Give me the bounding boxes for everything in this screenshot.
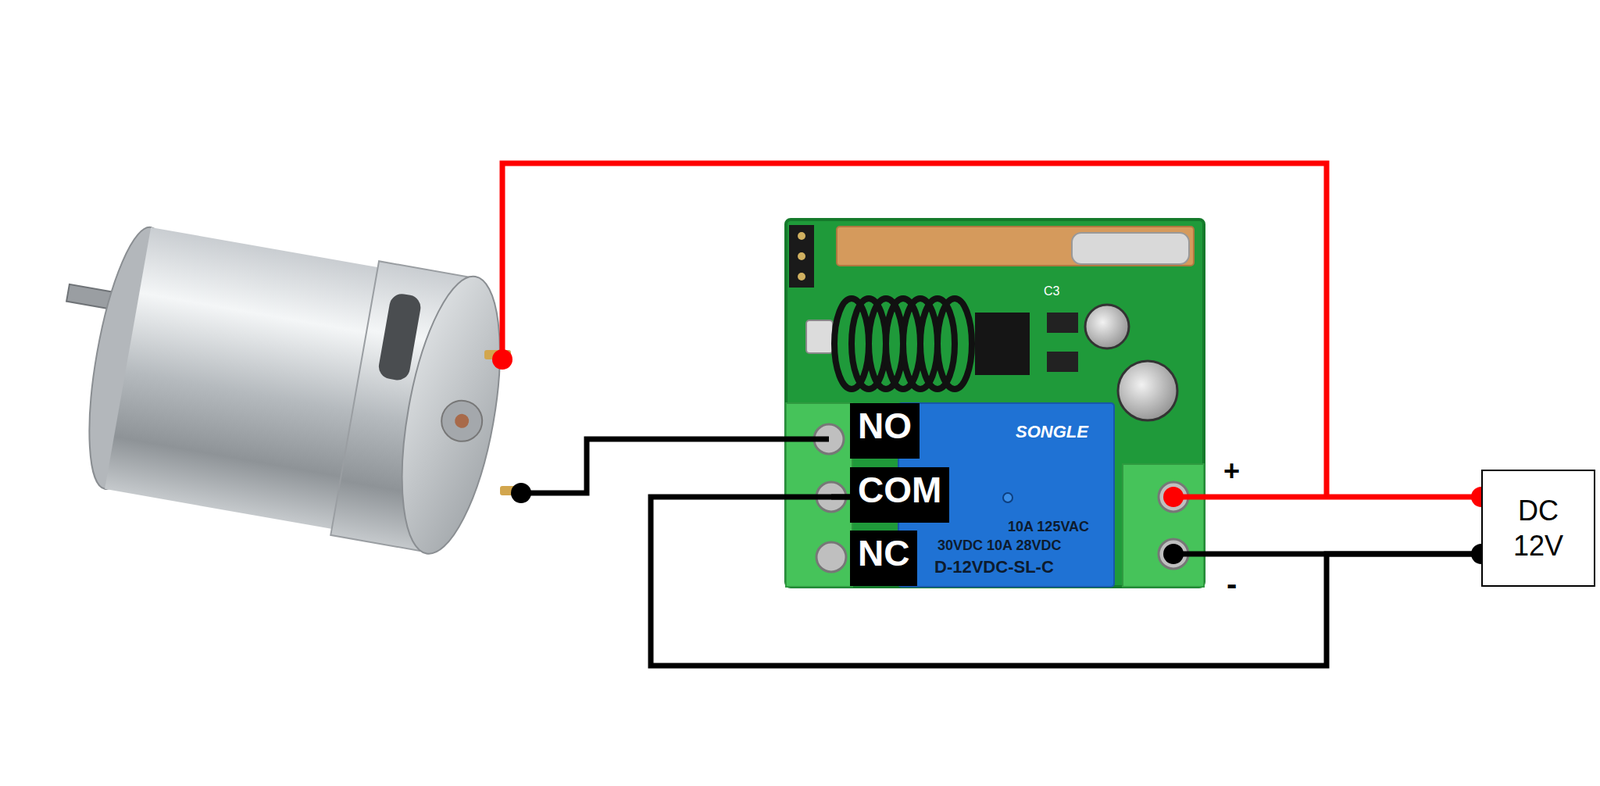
wire-dot <box>510 482 532 504</box>
wire-dot <box>1163 543 1184 565</box>
node-text: DC 12V <box>1503 492 1574 564</box>
polarity-sign: - <box>1226 565 1237 602</box>
pcb <box>785 219 1204 587</box>
silkscreen-text: C3 <box>1043 284 1060 299</box>
terminal-screw <box>816 542 847 572</box>
smd-part <box>1046 351 1079 372</box>
crystal <box>1071 232 1190 265</box>
red-wire <box>502 163 1327 497</box>
terminal-label: NC <box>850 530 918 586</box>
wire-dot <box>1163 486 1184 508</box>
rf-module <box>836 226 1194 266</box>
black-wire <box>521 439 829 493</box>
model-text: D-12VDC-SL-C <box>934 557 1054 577</box>
smd-part <box>1046 312 1079 333</box>
terminal-label: NO <box>850 403 920 459</box>
pin-header <box>789 225 815 288</box>
rating-text: 10A 125VAC <box>1007 518 1090 536</box>
header-pin <box>797 272 806 281</box>
rating-text: 30VDC 10A 28VDC <box>937 537 1061 554</box>
capacitor <box>1085 304 1129 349</box>
capacitor <box>1117 360 1178 421</box>
motor-cap <box>384 268 518 561</box>
power-supply-box: DC 12V <box>1481 469 1596 587</box>
brand-text: SONGLE <box>1015 421 1089 442</box>
red-wire <box>1173 494 1482 500</box>
dc-motor <box>34 207 518 561</box>
header-pin <box>797 232 806 240</box>
motor-bearing <box>438 397 486 445</box>
antenna-coil <box>834 298 972 390</box>
push-button <box>806 320 833 354</box>
polarity-sign: + <box>1223 454 1240 487</box>
coil-turn <box>937 298 972 390</box>
node-text: NO <box>857 404 912 448</box>
terminal-block <box>1122 464 1204 587</box>
wire-dot <box>492 349 513 370</box>
motor-bearing <box>453 412 471 429</box>
motor-vent <box>376 292 422 383</box>
ic-chip <box>975 312 1030 375</box>
wire-connector <box>650 496 1482 666</box>
relay-mark <box>1003 492 1013 503</box>
terminal-label: COM <box>850 467 950 523</box>
node-text: COM <box>857 468 942 512</box>
node-text: NC <box>857 532 910 575</box>
header-pin <box>797 252 806 261</box>
